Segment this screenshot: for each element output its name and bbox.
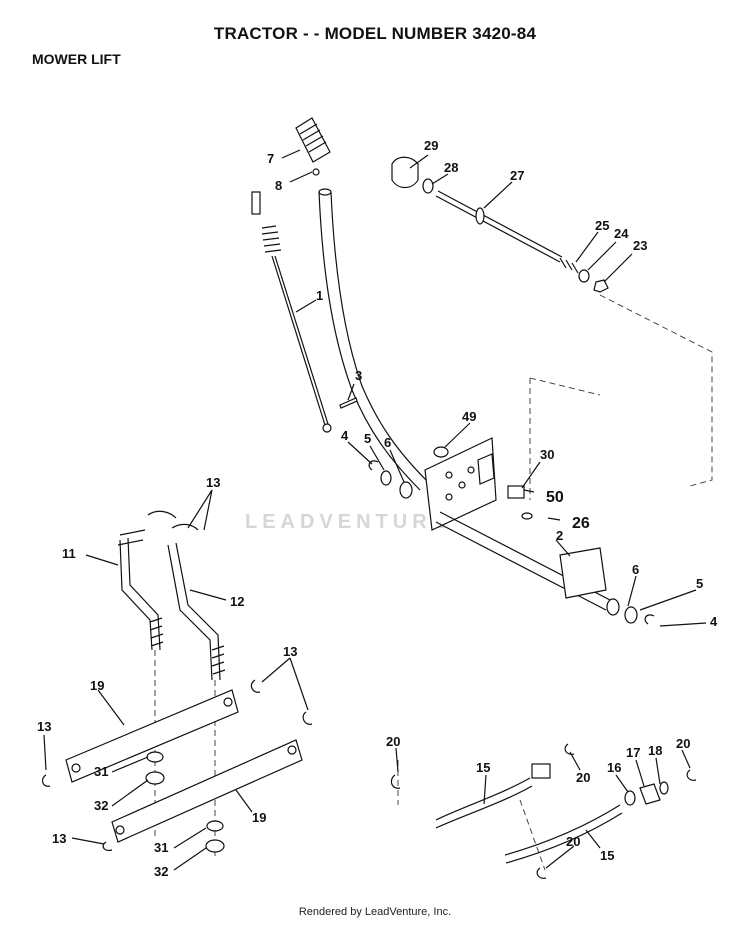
pivot-bracket xyxy=(424,437,497,531)
callout-2: 2 xyxy=(556,528,563,543)
callout-30: 30 xyxy=(540,447,554,462)
callout-27: 27 xyxy=(510,168,524,183)
callout-29: 29 xyxy=(424,138,438,153)
callout-13-top: 13 xyxy=(206,475,220,490)
adjustment-rod xyxy=(391,156,609,293)
callout-23: 23 xyxy=(633,238,647,253)
callout-31-upper: 31 xyxy=(94,764,108,779)
section-subtitle: MOWER LIFT xyxy=(32,51,121,67)
leader-lines xyxy=(43,149,707,871)
lift-arms xyxy=(117,510,226,681)
lift-links xyxy=(65,689,303,853)
callout-8: 8 xyxy=(275,178,282,193)
lower-links xyxy=(390,743,697,879)
callout-20-bottom: 20 xyxy=(566,834,580,849)
callout-20-right: 20 xyxy=(676,736,690,751)
callout-32-upper: 32 xyxy=(94,798,108,813)
callout-25: 25 xyxy=(595,218,609,233)
callout-5-left: 5 xyxy=(364,431,371,446)
callout-12: 12 xyxy=(230,594,244,609)
callout-15-lower: 15 xyxy=(600,848,614,863)
handle-grip xyxy=(295,117,331,163)
callout-13-right: 13 xyxy=(283,644,297,659)
callout-24: 24 xyxy=(614,226,629,241)
page-title: TRACTOR - - MODEL NUMBER 3420-84 xyxy=(213,24,537,43)
callout-31-lower: 31 xyxy=(154,840,168,855)
swivel-assembly xyxy=(507,485,561,521)
callout-16: 16 xyxy=(607,760,621,775)
callout-17: 17 xyxy=(626,745,640,760)
callout-13-bottom: 13 xyxy=(52,831,66,846)
callout-15-upper: 15 xyxy=(476,760,490,775)
lift-handle-tube xyxy=(318,188,429,491)
callout-1: 1 xyxy=(316,288,323,303)
callout-49: 49 xyxy=(462,409,476,424)
hairpin-clips xyxy=(41,679,313,851)
footer-credit: Rendered by LeadVenture, Inc. xyxy=(298,906,452,918)
callout-4-right: 4 xyxy=(710,614,718,629)
callout-7: 7 xyxy=(267,151,274,166)
callout-6-right: 6 xyxy=(632,562,639,577)
callout-5-right: 5 xyxy=(696,576,703,591)
callout-11: 11 xyxy=(62,546,76,561)
callout-50: 50 xyxy=(546,489,564,506)
callout-19-upper: 19 xyxy=(90,678,104,693)
callout-19-lower: 19 xyxy=(252,810,266,825)
callout-20-mid: 20 xyxy=(576,770,590,785)
callout-32-lower: 32 xyxy=(154,864,168,879)
callout-20-left: 20 xyxy=(386,734,400,749)
cross-shaft xyxy=(435,511,655,625)
release-rod xyxy=(251,191,332,433)
callout-4-left: 4 xyxy=(341,428,349,443)
watermark: LEADVENTURE xyxy=(245,511,451,533)
clevis-pin xyxy=(339,397,358,409)
callout-13-left: 13 xyxy=(37,719,51,734)
callout-3: 3 xyxy=(355,368,362,383)
grip-ring xyxy=(312,168,320,176)
callout-26: 26 xyxy=(572,515,590,532)
callout-28: 28 xyxy=(444,160,458,175)
left-clip-washer-bushing xyxy=(368,460,413,499)
callout-18: 18 xyxy=(648,743,662,758)
callout-6-left: 6 xyxy=(384,435,391,450)
